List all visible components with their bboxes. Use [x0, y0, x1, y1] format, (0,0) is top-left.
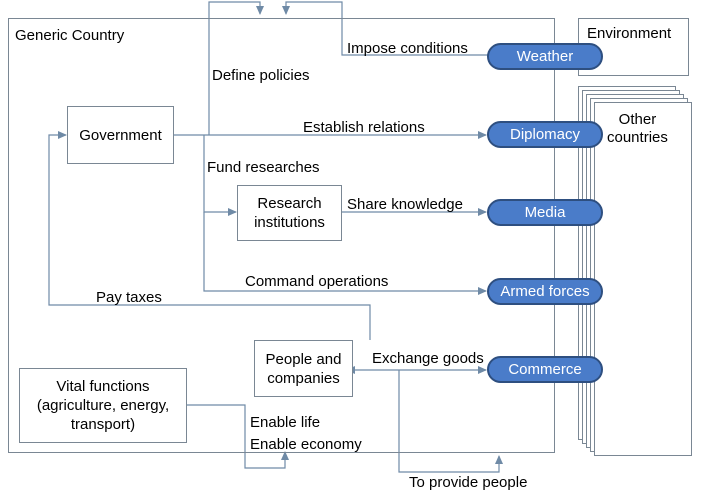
research-label: Research institutions: [254, 195, 325, 231]
edge-pay-taxes: [48, 131, 371, 340]
other-countries-box: Other countries: [594, 102, 692, 456]
environment-title: Environment: [587, 25, 672, 42]
label-define-policies: Define policies: [212, 67, 310, 84]
label-fund-researches: Fund researches: [207, 159, 320, 176]
country-frame: [8, 18, 555, 453]
weather-label: Weather: [516, 48, 574, 65]
commerce-channel: Commerce: [487, 356, 603, 383]
people-node: People and companies: [254, 340, 353, 397]
label-establish-relations: Establish relations: [303, 119, 425, 136]
government-label: Government: [79, 126, 162, 144]
armed-forces-label: Armed forces: [500, 283, 590, 300]
edge-impose-conditions: [282, 1, 488, 56]
edge-to-provide-people: [398, 370, 503, 473]
label-to-provide-people: To provide people: [409, 474, 528, 491]
armed-forces-channel: Armed forces: [487, 278, 603, 305]
edge-command-operations: [203, 212, 487, 295]
vital-functions-label: Vital functions (agriculture, energy, tr…: [36, 378, 170, 433]
diplomacy-label: Diplomacy: [509, 126, 581, 143]
label-pay-taxes: Pay taxes: [96, 289, 162, 306]
label-command-operations: Command operations: [245, 273, 389, 290]
weather-channel: Weather: [487, 43, 603, 70]
label-share-knowledge: Share knowledge: [347, 196, 463, 213]
media-channel: Media: [487, 199, 603, 226]
edge-enable: [187, 404, 289, 469]
label-enable-life: Enable life: [250, 414, 321, 431]
other-countries-title: Other countries: [607, 111, 668, 146]
country-title: Generic Country: [15, 27, 125, 44]
research-node: Research institutions: [237, 185, 342, 241]
government-node: Government: [67, 106, 174, 164]
diplomacy-channel: Diplomacy: [487, 121, 603, 148]
vital-functions-node: Vital functions (agriculture, energy, tr…: [19, 368, 187, 443]
label-exchange-goods: Exchange goods: [372, 350, 484, 367]
label-impose-conditions: Impose conditions: [347, 40, 468, 57]
media-label: Media: [524, 204, 566, 221]
label-enable-economy: Enable economy: [250, 436, 362, 453]
commerce-label: Commerce: [508, 361, 582, 378]
edge-define-policies: [208, 1, 264, 135]
people-label: People and companies: [265, 350, 342, 387]
